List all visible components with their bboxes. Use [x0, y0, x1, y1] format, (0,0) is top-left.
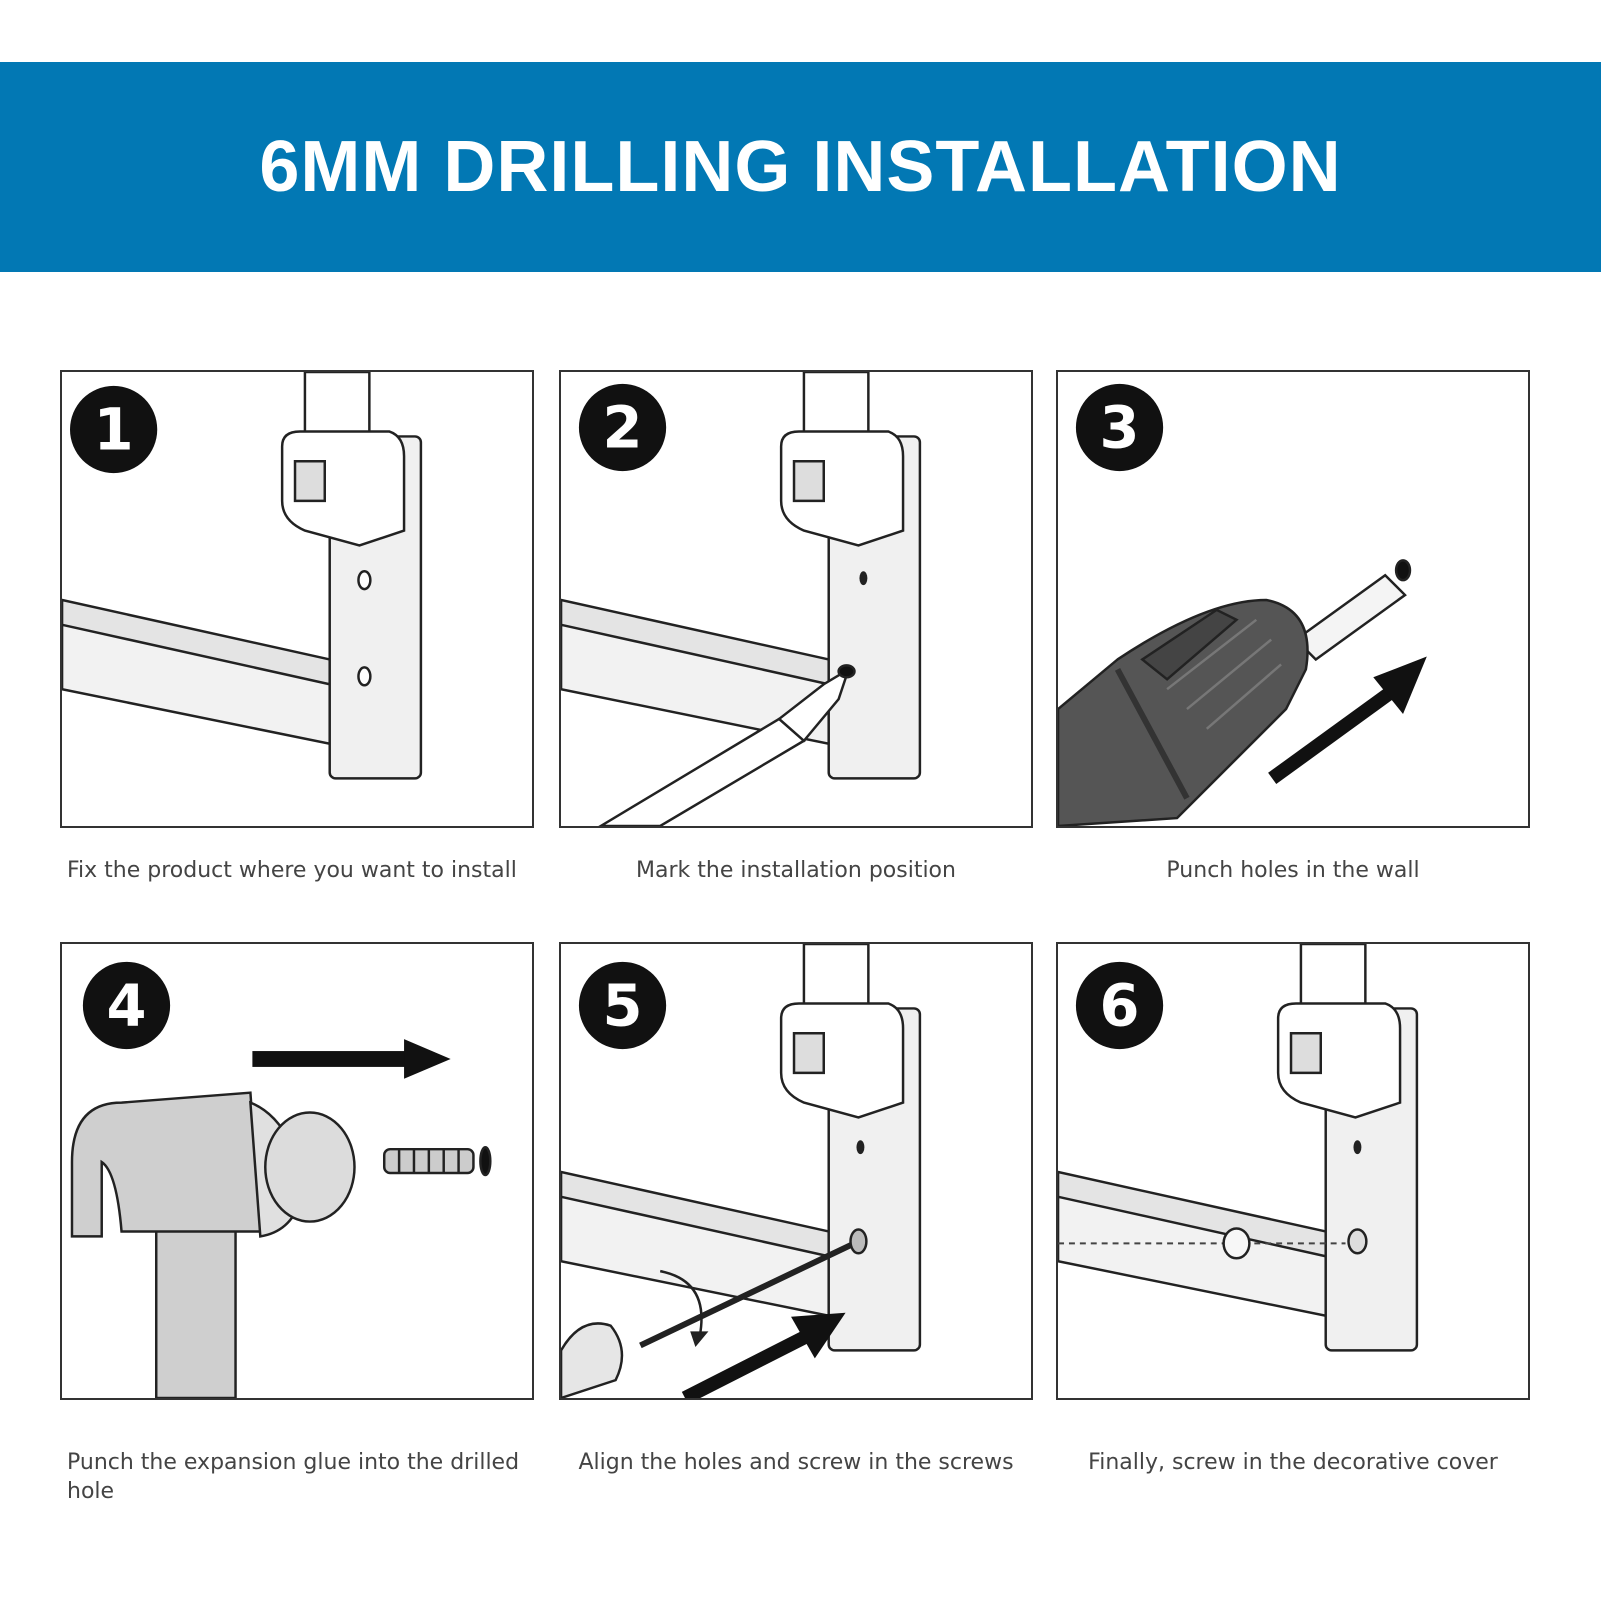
step-4-panel: 4: [60, 942, 534, 1400]
step-2-number: 2: [603, 394, 643, 461]
step-4-badge: 4: [82, 961, 171, 1050]
step-5-caption: Align the holes and screw in the screws: [578, 1450, 1014, 1475]
expansion-anchor-icon: [382, 1145, 492, 1177]
step-6-caption: Finally, screw in the decorative cover: [1088, 1450, 1498, 1475]
step-1-caption: Fix the product where you want to instal…: [67, 858, 517, 883]
marker-pen-icon: [598, 664, 856, 826]
step-5-illustration: 5: [561, 944, 922, 1398]
page-title: 6MM DRILLING INSTALLATION: [259, 127, 1342, 207]
direction-arrow-icon: [681, 1312, 846, 1398]
step-3-illustration: 3: [1058, 383, 1427, 826]
step-5-badge: 5: [578, 961, 667, 1050]
step-3-caption: Punch holes in the wall: [1166, 858, 1420, 883]
step-5-panel: 5: [559, 942, 1033, 1400]
step-6-number: 6: [1100, 972, 1140, 1039]
step-2-caption: Mark the installation position: [636, 858, 956, 883]
step-2-panel: 2: [559, 370, 1033, 828]
title-banner: 6MM DRILLING INSTALLATION: [0, 62, 1601, 272]
screwdriver-icon: [561, 1228, 868, 1398]
hammer-icon: [70, 1091, 356, 1398]
step-6-illustration: 6: [1058, 944, 1419, 1352]
step-4-number: 4: [107, 972, 147, 1039]
step-4-illustration: 4: [70, 961, 492, 1398]
decorative-cover-icon: [1058, 1227, 1368, 1260]
step-2-badge: 2: [578, 383, 667, 472]
direction-arrow-icon: [1268, 656, 1427, 785]
step-3-panel: 3: [1056, 370, 1530, 828]
step-3-badge: 3: [1075, 383, 1164, 472]
step-1-illustration: 1: [62, 372, 423, 780]
step-2-illustration: 2: [561, 372, 922, 826]
drill-icon: [1058, 559, 1412, 826]
step-4-caption: Punch the expansion glue into the drille…: [67, 1450, 520, 1504]
step-5-number: 5: [603, 972, 643, 1039]
step-6-badge: 6: [1075, 961, 1164, 1050]
direction-arrow-icon: [252, 1039, 451, 1079]
step-1-number: 1: [94, 396, 134, 463]
step-1-badge: 1: [70, 385, 158, 474]
step-1-panel: 1: [60, 370, 534, 828]
step-6-panel: 6: [1056, 942, 1530, 1400]
step-3-number: 3: [1100, 394, 1140, 461]
